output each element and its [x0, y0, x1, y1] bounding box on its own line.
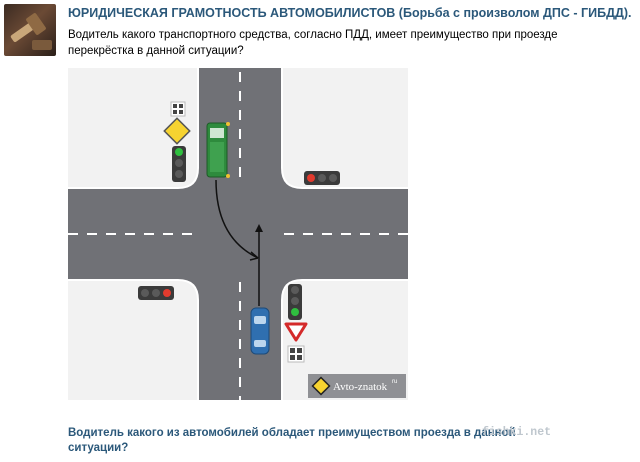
- avto-znatok-logo: Avto-znatok ru: [308, 374, 406, 398]
- traffic-light-bottom-right: [288, 284, 302, 320]
- post-text: Водитель какого транспортного средства, …: [68, 29, 558, 57]
- blue-car: [250, 307, 270, 355]
- question-link[interactable]: Водитель какого из автомобилей обладает …: [68, 427, 516, 454]
- gavel-icon: [10, 13, 52, 50]
- svg-text:ru: ru: [392, 379, 397, 385]
- intersection-illustration[interactable]: Avto-znatok ru: [68, 68, 408, 400]
- svg-text:Avto-znatok: Avto-znatok: [333, 381, 388, 393]
- group-title-link[interactable]: ЮРИДИЧЕСКАЯ ГРАМОТНОСТЬ АВТОМОБИЛИСТОВ (…: [68, 6, 632, 20]
- traffic-light-top-left: [172, 146, 186, 182]
- site-watermark: fishki.net: [482, 426, 552, 439]
- green-bus: [206, 122, 230, 178]
- traffic-light-left: [138, 286, 174, 300]
- intersection-diagram: Avto-znatok ru: [68, 68, 408, 400]
- bus-path: [215, 179, 259, 259]
- yield-sign: [284, 322, 308, 363]
- priority-road-sign-top: [163, 101, 191, 145]
- horizontal-road: [68, 188, 408, 280]
- traffic-light-right: [304, 171, 340, 185]
- group-avatar[interactable]: [4, 4, 56, 56]
